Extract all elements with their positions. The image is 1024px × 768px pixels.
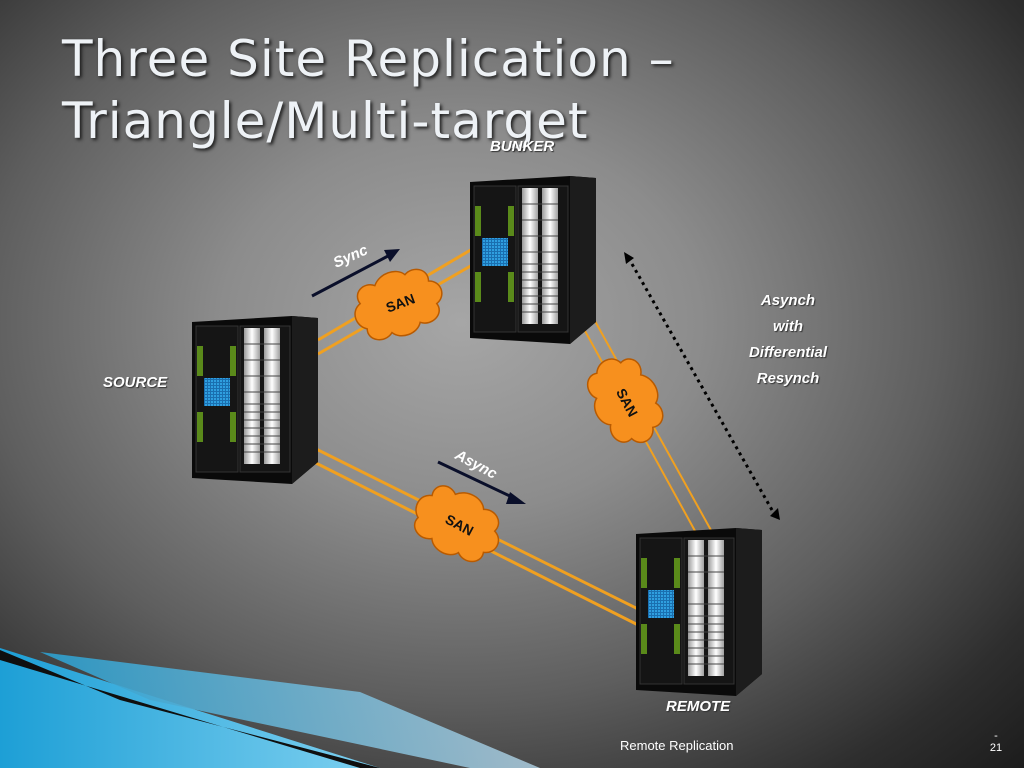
page-number: - 21: [984, 730, 1008, 754]
page-number-value: 21: [989, 742, 1003, 754]
title-line-1: Three Site Replication –: [62, 30, 675, 88]
source-label: SOURCE: [103, 374, 168, 391]
remote-server: [635, 527, 763, 697]
page-dash: -: [994, 730, 998, 742]
bunker-label: BUNKER: [490, 138, 555, 155]
async-arrow: [437, 460, 526, 504]
remote-label: REMOTE: [666, 698, 731, 715]
asynch-line-2: with: [773, 318, 803, 335]
asynch-note: Asynch with Differential Resynch: [728, 288, 848, 392]
asynch-line-4: Resynch: [756, 370, 820, 387]
title-line-2: Triangle/Multi-target: [62, 92, 589, 150]
source-server: [191, 315, 319, 485]
decorative-swoosh: [0, 648, 540, 768]
slide-footer: Remote Replication: [620, 738, 734, 753]
asynch-line-3: Differential: [748, 344, 828, 361]
asynch-resynch-arrow: [624, 252, 780, 520]
san-cloud-sync: SAN: [344, 256, 453, 351]
san-cloud-bunker-remote: SAN: [575, 344, 677, 457]
asynch-line-1: Asynch: [760, 292, 816, 309]
bunker-server: [469, 175, 597, 345]
async-label: Async: [451, 446, 500, 483]
slide-title: Three Site Replication – Triangle/Multi-…: [62, 28, 762, 152]
san-cloud-async: SAN: [401, 473, 514, 575]
sync-arrow: [311, 249, 400, 298]
